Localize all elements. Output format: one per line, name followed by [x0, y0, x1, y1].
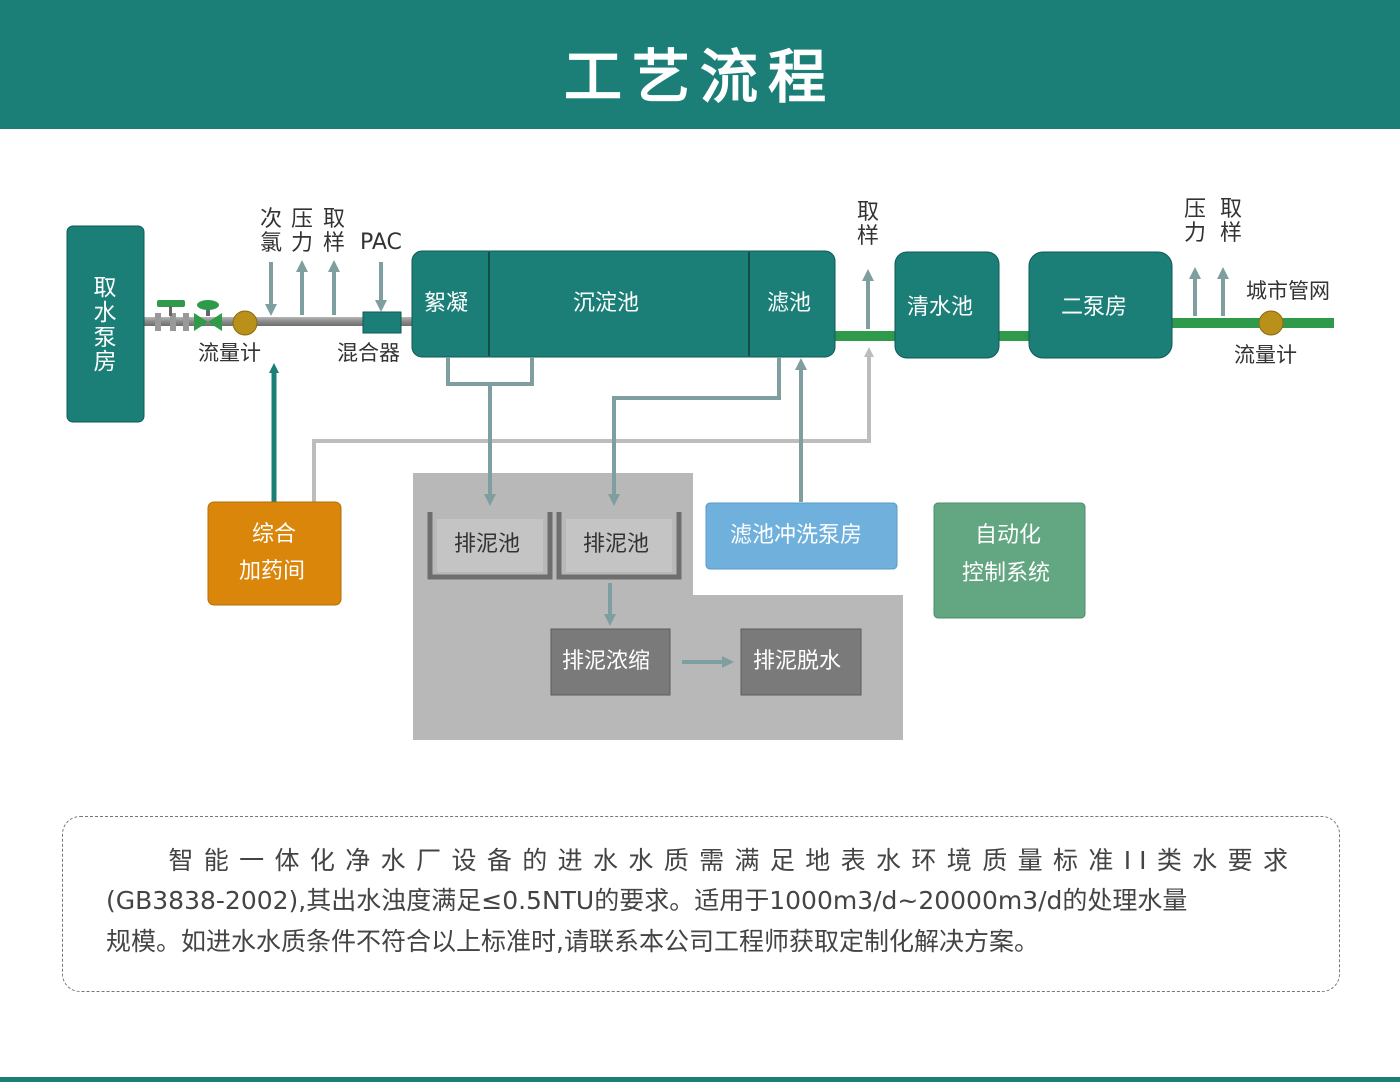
dosing-room-label-1: 综合 [252, 522, 297, 547]
dosing-room-label-2: 加药间 [239, 559, 306, 584]
note-line-2: (GB3838-2002),其出水浊度满足≤0.5NTU的要求。适用于1000m… [106, 886, 1188, 915]
mixer-box [362, 311, 402, 334]
note-line-1-text: 智能一体化净水厂设备的进水水质需满足地表水环境质量标准II类水要求 [166, 846, 1296, 875]
treatment-unit [411, 250, 836, 358]
dosing-room-box [207, 501, 342, 606]
note-line-3: 规模。如进水水质条件不符合以上标准时,请联系本公司工程师获取定制化解决方案。 [106, 927, 1039, 956]
label-sampling-3: 取样 [1219, 197, 1242, 246]
sludge-tank-label-1: 排泥池 [454, 532, 521, 557]
sludge-thicken-box [550, 628, 671, 696]
label-hypochlorite: 次氯 [259, 207, 282, 256]
mixer-label: 混合器 [337, 341, 400, 365]
clean-pipe-2 [999, 331, 1029, 341]
flowmeter-label-2: 流量计 [1234, 343, 1297, 367]
sludge-tank-label-2: 排泥池 [583, 532, 650, 557]
note-line-1: 智能一体化净水厂设备的进水水质需满足地表水环境质量标准II类水要求 [106, 848, 1296, 873]
automation-box [933, 502, 1086, 619]
sampling-return-line [312, 347, 874, 502]
sludge-tank-2 [556, 512, 682, 580]
label-pac: PAC [360, 230, 402, 255]
footer-bar [0, 1077, 1400, 1082]
sludge-tank-1 [427, 512, 553, 580]
city-network-label: 城市管网 [1246, 279, 1330, 303]
raw-water-pipe [144, 317, 412, 326]
header-bar: 工艺流程 [0, 0, 1400, 129]
label-sampling-2: 取样 [856, 200, 879, 249]
sludge-line-2 [608, 357, 781, 506]
backwash-pump-label: 滤池冲洗泵房 [730, 523, 863, 548]
flowmeter-label-1: 流量计 [198, 341, 261, 365]
page-title: 工艺流程 [563, 43, 836, 111]
sludge-thicken-label: 排泥浓缩 [562, 649, 651, 674]
clear-water-label: 清水池 [907, 295, 974, 320]
valve-icon [155, 300, 222, 331]
intake-label: 取水泵房 [93, 275, 117, 376]
sludge-dewater-label: 排泥脱水 [753, 649, 842, 674]
backwash-pump-box [705, 502, 898, 570]
clear-water-tank [894, 251, 1000, 359]
note-box [62, 816, 1340, 992]
flowmeter-icon-2 [1258, 310, 1284, 336]
flocculation-label: 絮凝 [424, 291, 469, 316]
label-pressure-2: 压力 [1183, 197, 1206, 246]
sedimentation-label: 沉淀池 [573, 291, 640, 316]
second-pump-house [1028, 251, 1173, 359]
automation-label-1: 自动化 [975, 523, 1042, 548]
sludge-dewater-box [740, 628, 862, 696]
clean-pipe-1 [835, 331, 895, 341]
automation-label-2: 控制系统 [962, 561, 1051, 586]
label-pressure-1: 压力 [290, 207, 313, 256]
second-pump-label: 二泵房 [1061, 295, 1128, 320]
intake-pump-house [66, 225, 145, 423]
flowmeter-icon-1 [232, 310, 258, 336]
sludge-line-1 [446, 357, 534, 386]
clean-pipe-3 [1172, 318, 1334, 328]
label-sampling-1: 取样 [322, 207, 345, 256]
filter-label: 滤池 [767, 291, 812, 316]
